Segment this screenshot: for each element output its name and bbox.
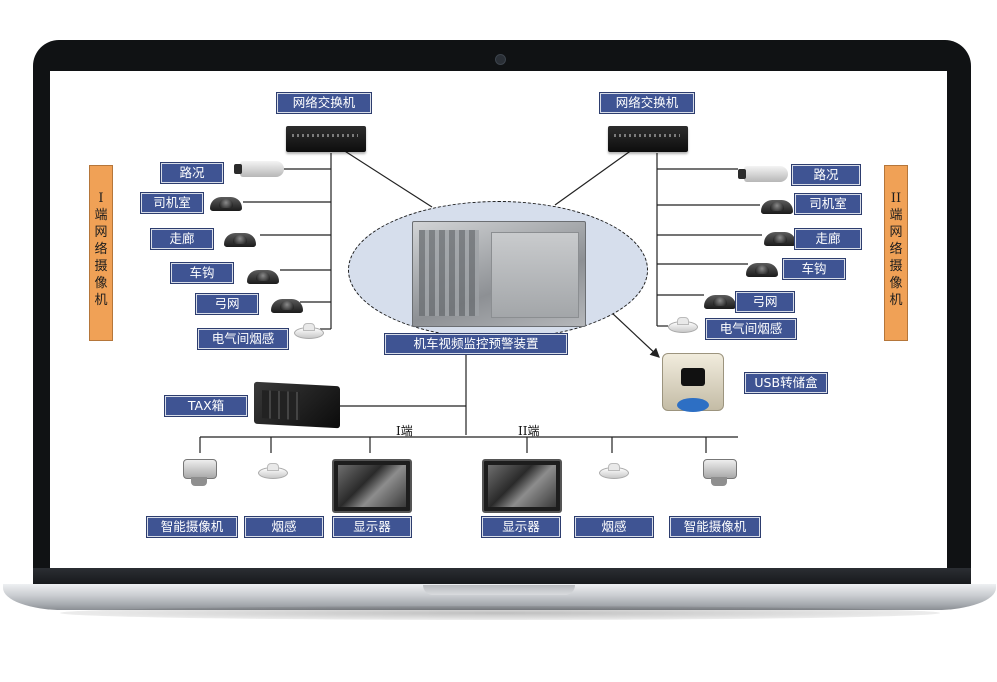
right-camera-label: 弓网 (735, 291, 795, 313)
right-camera-label: 走廊 (794, 228, 862, 250)
smart-camera-icon (701, 457, 737, 487)
bullet-camera-icon (738, 166, 788, 182)
bottom-device-label: 显示器 (332, 516, 412, 538)
left-camera-label: 电气间烟感 (197, 328, 289, 350)
display-monitor-icon (482, 459, 562, 513)
diagram-screen: 机车视频监控预警装置 网络交换机 网络交换机 I 端 网 络 摄 像 机 II … (50, 71, 947, 568)
vertical-char: 摄 (889, 259, 903, 274)
dome-camera-icon (210, 189, 242, 211)
smart-camera-icon (181, 457, 217, 487)
dome-camera-icon (224, 225, 256, 247)
laptop-base-notch (423, 585, 575, 595)
vertical-char: 端 (889, 208, 903, 223)
webcam-dot (495, 54, 506, 65)
dome-camera-icon (271, 291, 303, 313)
switch-left-label: 网络交换机 (276, 92, 372, 114)
right-camera-label: 电气间烟感 (705, 318, 797, 340)
vertical-char: I (98, 191, 104, 206)
vertical-char: II (890, 191, 902, 206)
center-device-label: 机车视频监控预警装置 (384, 333, 568, 355)
vertical-char: 网 (94, 225, 108, 240)
network-switch-icon (286, 126, 366, 152)
tax-box-icon (254, 381, 340, 429)
bottom-device-label: 智能摄像机 (146, 516, 238, 538)
smoke-detector-icon (599, 463, 629, 479)
bottom-device-label: 显示器 (481, 516, 561, 538)
vertical-char: 络 (94, 242, 108, 257)
vertical-char: 端 (94, 208, 108, 223)
left-camera-label: 走廊 (150, 228, 214, 250)
right-camera-group-label: II 端 网 络 摄 像 机 (884, 165, 908, 341)
monitoring-device-image (412, 221, 586, 327)
bullet-camera-icon (234, 161, 284, 177)
tax-box-label: TAX箱 (164, 395, 248, 417)
laptop-shadow (60, 606, 940, 620)
smoke-detector-icon (258, 463, 288, 479)
vertical-char: 摄 (94, 259, 108, 274)
left-camera-label: 路况 (160, 162, 224, 184)
bottom-device-label: 智能摄像机 (669, 516, 761, 538)
terminal-2-label: II端 (518, 424, 540, 438)
left-camera-label: 车钩 (170, 262, 234, 284)
display-monitor-icon (332, 459, 412, 513)
right-camera-label: 司机室 (794, 193, 862, 215)
right-camera-label: 车钩 (782, 258, 846, 280)
vertical-char: 像 (889, 276, 903, 291)
vertical-char: 络 (889, 242, 903, 257)
smoke-detector-icon (668, 317, 698, 333)
laptop-hinge (33, 568, 971, 586)
usb-dump-box-icon (662, 353, 724, 412)
smoke-detector-icon (294, 323, 324, 339)
dome-camera-icon (761, 192, 793, 214)
dome-camera-icon (247, 262, 279, 284)
vertical-char: 机 (889, 293, 903, 308)
connection-lines (199, 136, 762, 453)
vertical-char: 机 (94, 293, 108, 308)
bottom-device-label: 烟感 (244, 516, 324, 538)
usb-box-label: USB转储盒 (744, 372, 828, 394)
terminal-1-label: I端 (396, 424, 413, 438)
network-switch-icon (608, 126, 688, 152)
bottom-device-label: 烟感 (574, 516, 654, 538)
dome-camera-icon (704, 287, 736, 309)
left-camera-group-label: I 端 网 络 摄 像 机 (89, 165, 113, 341)
vertical-char: 网 (889, 225, 903, 240)
left-camera-label: 弓网 (195, 293, 259, 315)
vertical-char: 像 (94, 276, 108, 291)
dome-camera-icon (746, 255, 778, 277)
dome-camera-icon (764, 224, 796, 246)
left-camera-label: 司机室 (140, 192, 204, 214)
right-camera-label: 路况 (791, 164, 861, 186)
switch-right-label: 网络交换机 (599, 92, 695, 114)
